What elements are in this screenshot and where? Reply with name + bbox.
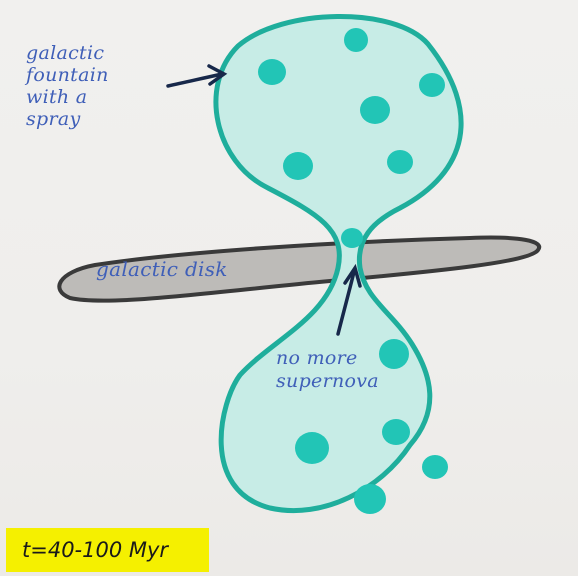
blob bbox=[344, 28, 368, 52]
blob bbox=[387, 150, 413, 174]
fountain-label-line: with a bbox=[26, 86, 109, 108]
blob bbox=[295, 432, 329, 464]
blob bbox=[258, 59, 286, 85]
blob bbox=[422, 455, 448, 479]
supernova-label: no more supernova bbox=[276, 347, 379, 393]
fountain-label: galactic fountain with a spray bbox=[26, 42, 109, 130]
supernova-label-line: no more bbox=[276, 347, 379, 370]
disk-label: galactic disk bbox=[96, 258, 228, 280]
blob bbox=[341, 228, 363, 248]
fountain-label-line: galactic bbox=[26, 42, 109, 64]
blob bbox=[382, 419, 410, 445]
blob bbox=[419, 73, 445, 97]
blob bbox=[360, 96, 390, 124]
blob bbox=[379, 339, 409, 369]
supernova-label-line: supernova bbox=[276, 370, 379, 393]
blob bbox=[354, 484, 386, 514]
time-label: t=40-100 Myr bbox=[22, 538, 168, 562]
blob bbox=[283, 152, 313, 180]
fountain-label-line: fountain bbox=[26, 64, 109, 86]
fountain-label-line: spray bbox=[26, 108, 109, 130]
